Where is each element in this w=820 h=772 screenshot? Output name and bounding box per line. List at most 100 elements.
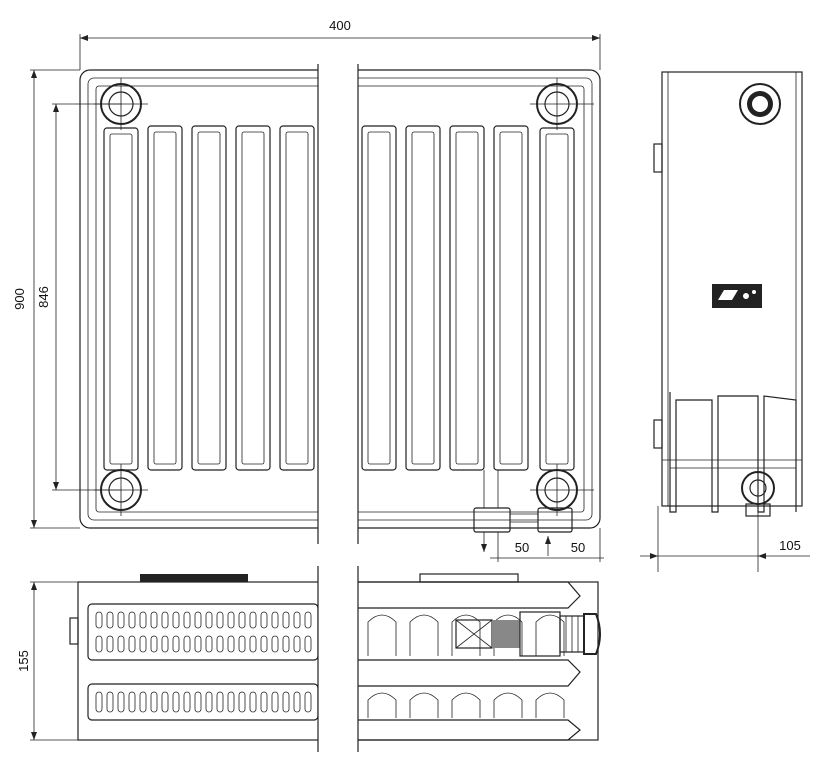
- convector-slot: [128, 635, 136, 653]
- convector-slot: [260, 691, 268, 713]
- pipe-offset-left-label: 50: [515, 540, 529, 555]
- convector-slot: [194, 611, 202, 629]
- convector-slot: [183, 691, 191, 713]
- convector-slot: [117, 611, 125, 629]
- front-connection-tr: [530, 78, 594, 130]
- convector-slot: [260, 611, 268, 629]
- convector-slot: [128, 611, 136, 629]
- convector-slot: [161, 691, 169, 713]
- convector-slot: [95, 691, 103, 713]
- dim-connection-spacing: 846: [36, 103, 121, 491]
- dim-height: 900: [12, 69, 80, 529]
- convector-slot: [282, 635, 290, 653]
- convector-slot: [95, 635, 103, 653]
- convector-slot: [183, 635, 191, 653]
- convector-slot: [271, 691, 279, 713]
- side-bottom-fins: [662, 392, 802, 513]
- convector-slot: [293, 635, 301, 653]
- dim-depth: 155: [16, 581, 78, 741]
- fin-arch: [535, 692, 565, 718]
- side-view: [653, 71, 803, 517]
- convector-slot: [271, 611, 279, 629]
- convector-slot: [139, 611, 147, 629]
- convector-slot: [271, 635, 279, 653]
- fin-arch: [493, 692, 523, 718]
- convector-slot: [249, 611, 257, 629]
- front-view: [79, 69, 601, 533]
- convector-slot: [238, 691, 246, 713]
- convector-slot: [172, 611, 180, 629]
- convector-slot: [282, 611, 290, 629]
- side-bracket-bottom: [653, 419, 663, 449]
- convector-slot: [95, 611, 103, 629]
- height-label: 900: [12, 288, 27, 310]
- top-valve-assembly: [455, 611, 601, 657]
- side-top-plug: [739, 83, 781, 125]
- top-right-cross-section: [358, 581, 601, 741]
- top-cover-right: [419, 573, 519, 583]
- convector-slot: [227, 635, 235, 653]
- convector-slot: [205, 635, 213, 653]
- fin-arch: [409, 614, 439, 656]
- convector-slot: [293, 611, 301, 629]
- convector-slot: [106, 635, 114, 653]
- convector-slot: [172, 691, 180, 713]
- width-label: 400: [329, 18, 351, 33]
- convector-slot: [205, 691, 213, 713]
- side-body: [661, 71, 803, 507]
- top-left-slots: [87, 603, 319, 721]
- convector-slot: [150, 611, 158, 629]
- convector-slot: [238, 635, 246, 653]
- convector-slot: [249, 691, 257, 713]
- fin-arch: [451, 614, 481, 656]
- convector-slot: [238, 611, 246, 629]
- dim-width: 400: [79, 18, 601, 70]
- break-band: [317, 64, 359, 752]
- brand-logo: [712, 284, 762, 308]
- convector-slot: [227, 691, 235, 713]
- convector-slot: [249, 635, 257, 653]
- convector-slot: [304, 635, 312, 653]
- fin-arch: [367, 692, 397, 718]
- convector-slot: [161, 611, 169, 629]
- convector-slot: [293, 691, 301, 713]
- convector-slot: [106, 611, 114, 629]
- depth-label: 155: [16, 650, 31, 672]
- dim-pipe-offsets: 50 50: [481, 528, 604, 562]
- convector-slot: [205, 611, 213, 629]
- convector-slot: [106, 691, 114, 713]
- convector-slot: [282, 691, 290, 713]
- convector-slot: [128, 691, 136, 713]
- convector-slot: [117, 691, 125, 713]
- convector-slot: [227, 611, 235, 629]
- pipe-offset-right-label: 50: [571, 540, 585, 555]
- fin-arch: [367, 614, 397, 656]
- connection-spacing-label: 846: [36, 286, 51, 308]
- convector-slot: [216, 691, 224, 713]
- convector-slot: [304, 691, 312, 713]
- top-cover-left: [140, 574, 248, 582]
- convector-slot: [150, 691, 158, 713]
- convector-slot: [194, 691, 202, 713]
- convector-slot: [117, 635, 125, 653]
- front-connection-br: [530, 464, 594, 516]
- fin-arch: [535, 614, 565, 656]
- convector-slot: [139, 691, 147, 713]
- side-bracket-top: [653, 143, 663, 173]
- convector-slot: [139, 635, 147, 653]
- top-bracket: [69, 617, 79, 645]
- convector-slot: [150, 635, 158, 653]
- bottom-valve-connectors: [473, 470, 573, 533]
- dim-side-offset: 105: [640, 506, 810, 572]
- convector-slot: [216, 635, 224, 653]
- convector-slot: [304, 611, 312, 629]
- convector-slot: [260, 635, 268, 653]
- side-offset-label: 105: [779, 538, 801, 553]
- fin-arch: [451, 692, 481, 718]
- convector-slot: [161, 635, 169, 653]
- convector-slot: [216, 611, 224, 629]
- fin-arch: [409, 692, 439, 718]
- convector-slot: [183, 611, 191, 629]
- convector-slot: [194, 635, 202, 653]
